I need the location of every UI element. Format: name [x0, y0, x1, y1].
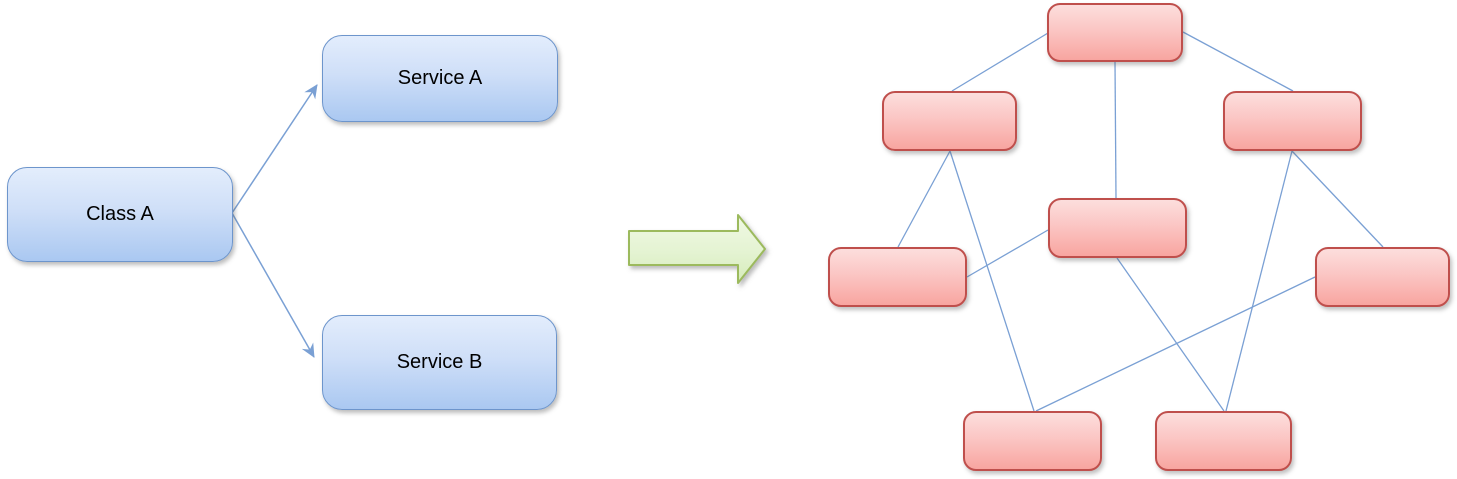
network-node-mid-left	[828, 247, 967, 307]
connector-line	[231, 212, 315, 358]
class-a-label: Class A	[86, 203, 154, 225]
network-node-top	[1047, 3, 1183, 62]
connector-line	[897, 150, 951, 248]
connector-line	[949, 150, 1035, 412]
network-node-upper-right	[1223, 91, 1362, 151]
connector-line	[1114, 61, 1117, 199]
network-node-center	[1048, 198, 1187, 258]
connector-line	[966, 229, 1049, 278]
service-b-label: Service B	[396, 351, 483, 373]
network-node-far-right	[1315, 247, 1450, 307]
connector-line	[1116, 257, 1225, 412]
connector-line	[951, 32, 1049, 92]
connector-line	[1035, 276, 1316, 412]
service-b-box: Service B	[322, 315, 557, 410]
class-a-box: Class A	[7, 167, 233, 262]
connector-line	[1291, 150, 1384, 248]
connector-line	[1182, 31, 1294, 92]
transform-right-arrow-icon	[628, 214, 766, 284]
network-edges	[897, 31, 1384, 412]
network-node-bottom-left	[963, 411, 1102, 471]
service-a-box: Service A	[322, 35, 558, 122]
network-node-upper-left	[882, 91, 1017, 151]
left-arrows	[231, 84, 318, 358]
service-a-label: Service A	[397, 67, 483, 89]
network-node-bottom-right	[1155, 411, 1292, 471]
connector-line	[231, 84, 318, 214]
connector-line	[1225, 150, 1293, 412]
